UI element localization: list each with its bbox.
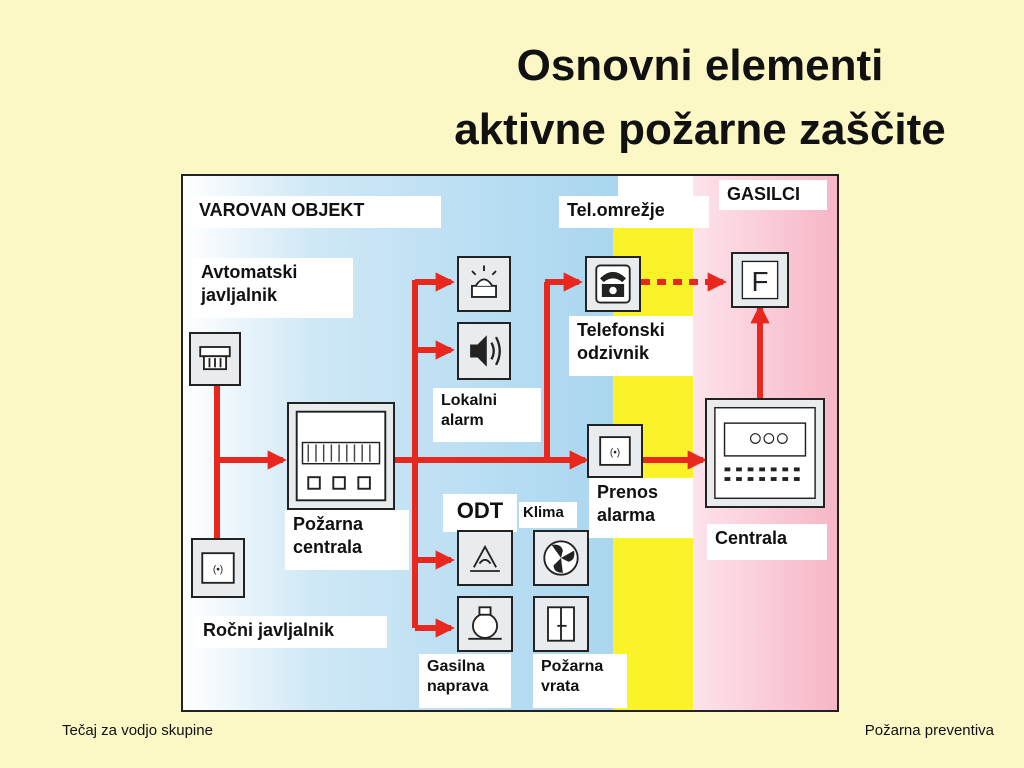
auto-detector-label: Avtomatski javljalnik xyxy=(193,258,353,318)
fire-protection-diagram: VAROVAN OBJEKT Tel.omrežje GASILCI Avtom… xyxy=(181,174,839,712)
klima-label: Klima xyxy=(519,502,577,528)
fire-panel-icon xyxy=(287,402,395,510)
central-station-label: Centrala xyxy=(707,524,827,560)
svg-text:(•): (•) xyxy=(213,565,223,576)
odt-label: ODT xyxy=(443,494,517,532)
fan-icon xyxy=(533,530,589,586)
phone-responder-label: Telefonski odzivnik xyxy=(569,316,693,376)
firefighters-label: GASILCI xyxy=(719,180,827,210)
connection-arrows xyxy=(207,272,770,638)
local-alarm-label: Lokalni alarm xyxy=(433,388,541,442)
protected-object-label: VAROVAN OBJEKT xyxy=(191,196,441,228)
alarm-transmitter-icon: (•) xyxy=(587,424,643,478)
manual-call-point-icon: (•) xyxy=(191,538,245,598)
smoke-damper-icon xyxy=(457,530,513,586)
tel-network-label: Tel.omrežje xyxy=(559,196,709,228)
title-line-2: aktivne požarne zaščite xyxy=(454,105,946,154)
fire-brigade-f-icon: F xyxy=(731,252,789,308)
alarm-transfer-label: Prenos alarma xyxy=(589,478,693,538)
speaker-icon xyxy=(457,322,511,380)
footer-course-name: Tečaj za vodjo skupine xyxy=(62,722,213,739)
central-station-icon xyxy=(705,398,825,508)
fire-door-icon xyxy=(533,596,589,652)
title-line-1: Osnovni elementi xyxy=(516,41,884,90)
svg-text:F: F xyxy=(751,266,768,297)
svg-text:(•): (•) xyxy=(610,448,620,459)
footer-topic: Požarna preventiva xyxy=(864,722,994,739)
fire-door-label: Požarna vrata xyxy=(533,654,627,708)
smoke-detector-icon xyxy=(189,332,241,386)
extinguishing-device-label: Gasilna naprava xyxy=(419,654,511,708)
beacon-light-icon xyxy=(457,256,511,312)
telephone-icon xyxy=(585,256,641,312)
fire-panel-label: Požarna centrala xyxy=(285,510,409,570)
manual-detector-label: Ročni javljalnik xyxy=(195,616,387,648)
extinguisher-pump-icon xyxy=(457,596,513,652)
